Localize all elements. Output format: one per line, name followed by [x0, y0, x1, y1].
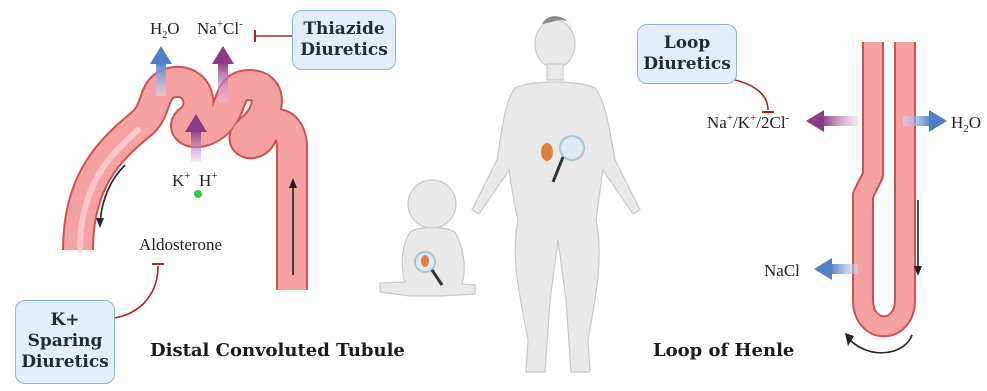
loop-line-1: Loop: [638, 33, 736, 54]
loop-diuretics-box: Loop Diuretics: [637, 24, 737, 84]
dct-nacl-label: Na+Cl-: [197, 18, 243, 38]
baby-figure-illustration: [380, 180, 475, 296]
thiazide-line-2: Diuretics: [293, 40, 395, 61]
distal-convoluted-tubule: [78, 82, 297, 290]
henle-ion-arrow: [806, 110, 858, 132]
thiazide-inhibition: [255, 30, 292, 42]
k-sparing-line-2: Sparing: [16, 331, 114, 352]
henle-nacl-arrow: [814, 258, 858, 280]
aldosterone-label: Aldosterone: [139, 235, 222, 254]
adult-figure-illustration: [472, 16, 640, 372]
loop-of-henle: [845, 42, 923, 353]
k-sparing-inhibition: [115, 264, 164, 318]
loop-line-2: Diuretics: [638, 54, 736, 75]
aldosterone-stimulation: [194, 190, 202, 224]
dct-caption: Distal Convoluted Tubule: [150, 340, 405, 361]
k-sparing-line-3: Diuretics: [16, 352, 114, 373]
thiazide-line-1: Thiazide: [293, 19, 395, 40]
henle-flow-arrow-bottom: [850, 335, 912, 353]
k-sparing-diuretics-box: K+ Sparing Diuretics: [15, 300, 115, 384]
k-sparing-line-1: K+: [16, 310, 114, 331]
dct-k-label: K+: [172, 170, 191, 190]
dct-water-label: H2O: [150, 19, 180, 41]
henle-ion-label: Na+/K+/2Cl-: [707, 112, 790, 132]
henle-caption: Loop of Henle: [653, 340, 794, 361]
dct-h-label: H+: [199, 170, 218, 190]
thiazide-diuretics-box: Thiazide Diuretics: [292, 10, 396, 70]
henle-water-label: H2O: [951, 113, 981, 135]
henle-nacl-label: NaCl: [764, 261, 800, 280]
loop-inhibition: [735, 80, 774, 112]
